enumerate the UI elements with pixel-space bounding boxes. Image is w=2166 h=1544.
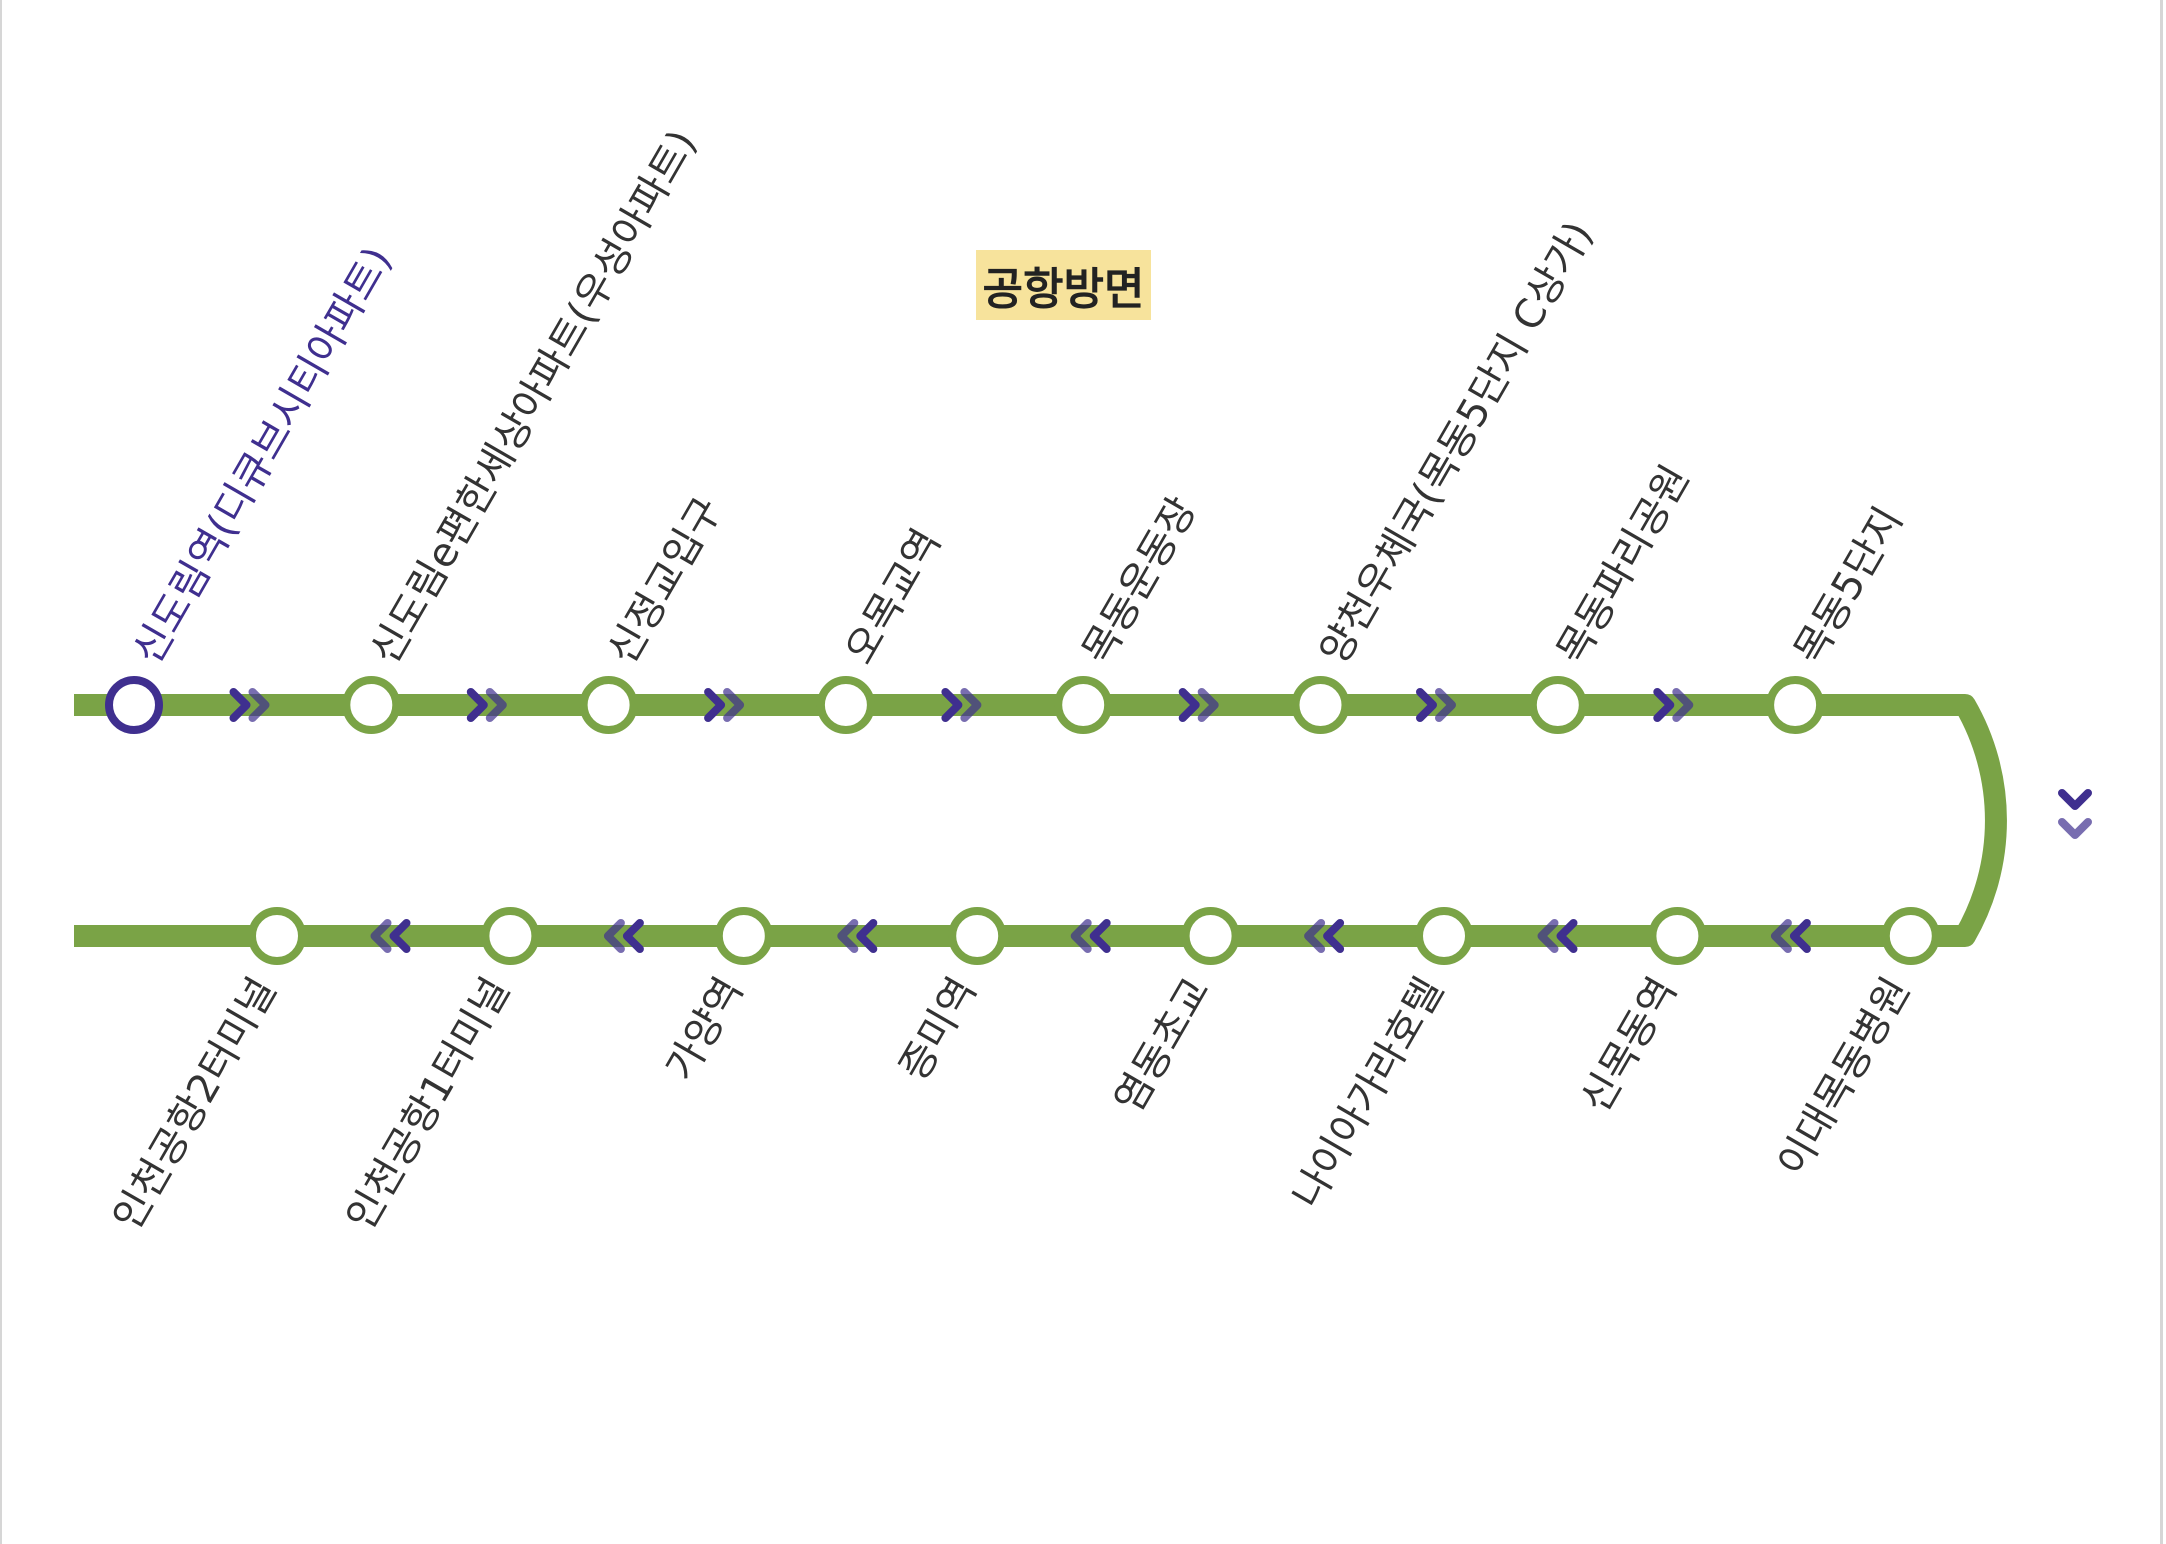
direction-label: 공항방면 — [982, 264, 1145, 315]
station-top-1[interactable]: 신도림역(디큐브시티아파트) — [105, 240, 401, 734]
stations-bottom-row: 인천공항2터미널 인천공항1터미널 가양역 증미역 염동초교 나이아가라호텔 신목동역 이대목… — [104, 907, 1940, 1238]
double-chevron-icon — [2058, 789, 2092, 839]
double-chevron-icon — [603, 919, 644, 953]
double-chevron-icon — [1304, 919, 1345, 953]
station-bottom-6[interactable]: 나이아가라호텔 — [1284, 907, 1473, 1216]
station-label: 증미역 — [891, 970, 986, 1089]
direction-arrows-top — [229, 688, 1694, 722]
direction-arrows-bottom — [370, 919, 1811, 953]
station-label: 목동5단지 — [1786, 499, 1912, 672]
station-label: 신도림역(디큐브시티아파트) — [125, 240, 401, 672]
station-marker[interactable] — [1881, 907, 1940, 965]
station-marker[interactable] — [342, 676, 401, 734]
station-marker[interactable] — [248, 907, 306, 965]
double-chevron-icon — [229, 688, 270, 722]
double-chevron-icon — [1770, 919, 1811, 953]
current-station-marker[interactable] — [105, 676, 163, 734]
station-marker[interactable] — [1181, 907, 1240, 965]
double-chevron-icon — [1416, 688, 1456, 722]
station-label: 양천우체국(목동5단지 C상가) — [1311, 214, 1602, 672]
station-bottom-1[interactable]: 인천공항2터미널 — [104, 907, 306, 1238]
station-marker[interactable] — [816, 676, 875, 734]
direction-badge: 공항방면 — [976, 250, 1151, 320]
station-marker[interactable] — [1528, 676, 1587, 734]
page-border-right — [2160, 0, 2163, 1544]
station-marker[interactable] — [1054, 676, 1113, 734]
station-label: 신정교입구 — [599, 490, 731, 672]
station-bottom-2[interactable]: 인천공항1터미널 — [338, 907, 540, 1238]
station-label: 오목교역 — [837, 522, 950, 672]
station-marker[interactable] — [1291, 676, 1350, 734]
route-line — [74, 694, 2007, 947]
double-chevron-icon — [370, 919, 411, 953]
station-label: 신목동역 — [1573, 970, 1686, 1120]
page-border-left — [0, 0, 2, 1544]
double-chevron-icon — [1178, 688, 1219, 722]
station-marker[interactable] — [948, 907, 1007, 965]
station-label: 목동파리공원 — [1549, 458, 1699, 672]
station-label: 나이아가라호텔 — [1284, 970, 1453, 1216]
station-label: 인천공항1터미널 — [338, 970, 519, 1238]
station-label: 목동운동장 — [1074, 490, 1206, 672]
station-label: 염동초교 — [1106, 970, 1219, 1120]
double-chevron-icon — [466, 688, 507, 722]
double-chevron-icon — [941, 688, 982, 722]
double-chevron-icon — [1070, 919, 1111, 953]
double-chevron-icon — [1537, 919, 1578, 953]
double-chevron-icon — [704, 688, 745, 722]
station-marker[interactable] — [1766, 676, 1825, 734]
station-label: 이대목동병원 — [1769, 970, 1919, 1184]
double-chevron-icon — [837, 919, 878, 953]
station-marker[interactable] — [1648, 907, 1707, 965]
direction-arrows-curve — [2058, 789, 2092, 839]
station-bottom-8[interactable]: 이대목동병원 — [1769, 907, 1940, 1184]
station-marker[interactable] — [481, 907, 540, 965]
station-label: 인천공항2터미널 — [104, 970, 285, 1238]
station-marker[interactable] — [579, 676, 638, 734]
station-marker[interactable] — [1415, 907, 1473, 965]
station-marker[interactable] — [714, 907, 773, 965]
station-label: 가양역 — [657, 970, 752, 1089]
double-chevron-icon — [1653, 688, 1694, 722]
